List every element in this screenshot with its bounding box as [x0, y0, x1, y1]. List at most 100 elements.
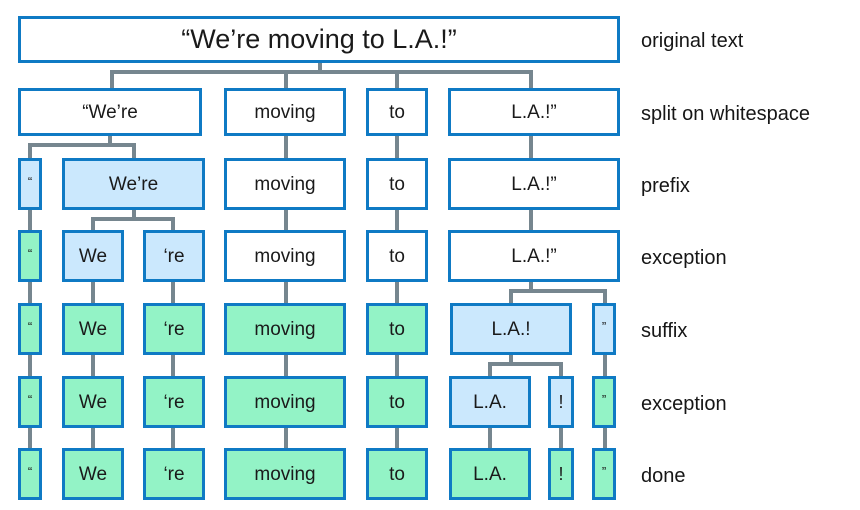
token-we[interactable]: We [62, 448, 124, 500]
connector-drop-row1-c1 [110, 70, 114, 88]
token-text: “ [27, 463, 33, 479]
token-text: “ [27, 245, 33, 261]
token-to[interactable]: to [366, 88, 428, 136]
token-text: “ [27, 391, 33, 407]
connector-pass-row6-cquote [603, 428, 607, 448]
token-open-quote[interactable]: “ [18, 303, 42, 355]
token-were[interactable]: We’re [62, 158, 205, 210]
token-open-quote[interactable]: “ [18, 230, 42, 282]
token-exclamation[interactable]: ! [548, 376, 574, 428]
token-text: ‘re [163, 463, 185, 485]
token-text: ‘re [163, 318, 185, 340]
token-we[interactable]: We [62, 230, 124, 282]
token-original-sentence[interactable]: “We’re moving to L.A.!” [18, 16, 620, 63]
connector-pass-row6-re [171, 428, 175, 448]
token-to[interactable]: to [366, 448, 428, 500]
token-la-quoted[interactable]: L.A.!” [448, 230, 620, 282]
token-text: L.A.!” [511, 173, 557, 195]
token-text: We’re [108, 173, 159, 195]
token-moving[interactable]: moving [224, 88, 346, 136]
connector-pass-row6-moving [284, 428, 288, 448]
token-close-quote[interactable]: ” [592, 376, 616, 428]
token-moving[interactable]: moving [224, 376, 346, 428]
connector-pass-row3-la [529, 210, 533, 230]
token-la-bang[interactable]: L.A.! [450, 303, 572, 355]
connector-stem-row2-were [108, 136, 112, 147]
token-la[interactable]: L.A. [449, 376, 531, 428]
token-la-quoted[interactable]: L.A.!” [448, 158, 620, 210]
token-text: L.A.!” [511, 101, 557, 123]
connector-stem-row5-la [509, 355, 513, 365]
token-text: ‘re [163, 245, 185, 267]
token-re[interactable]: ‘re [143, 448, 205, 500]
token-close-quote[interactable]: ” [592, 448, 616, 500]
connector-drop-row4-quote [603, 289, 607, 303]
token-text: ” [601, 391, 607, 407]
token-we[interactable]: We [62, 376, 124, 428]
token-la[interactable]: L.A. [449, 448, 531, 500]
connector-drop-row2-quote [28, 143, 32, 158]
token-moving[interactable]: moving [224, 448, 346, 500]
connector-pass-row5-quote [28, 355, 32, 376]
token-text: ! [558, 464, 564, 484]
token-open-quote[interactable]: “ [18, 158, 42, 210]
token-text: moving [254, 245, 316, 267]
token-text: “ [27, 318, 33, 334]
token-we[interactable]: We [62, 303, 124, 355]
token-were-quoted[interactable]: “We’re [18, 88, 202, 136]
token-text: L.A.!” [511, 245, 557, 267]
token-text: ! [558, 392, 564, 412]
token-re[interactable]: ‘re [143, 230, 205, 282]
connector-drop-row4-la [509, 289, 513, 303]
connector-pass-row6-we [91, 428, 95, 448]
token-close-quote[interactable]: ” [592, 303, 616, 355]
token-moving[interactable]: moving [224, 230, 346, 282]
token-text: ” [601, 318, 607, 334]
connector-pass-row4-to [395, 282, 399, 303]
stage-label-original-text: original text [641, 30, 744, 52]
connector-stem-row3-were [132, 210, 136, 220]
token-to[interactable]: to [366, 376, 428, 428]
token-to[interactable]: to [366, 303, 428, 355]
token-text: to [389, 173, 405, 195]
connector-pass-row2-to [395, 136, 399, 158]
token-text: moving [254, 463, 316, 485]
connector-pass-row5-re [171, 355, 175, 376]
token-text: to [389, 463, 405, 485]
token-text: We [78, 245, 108, 267]
connector-pass-row5-to [395, 355, 399, 376]
connector-pass-row4-moving [284, 282, 288, 303]
token-text: ‘re [163, 391, 185, 413]
token-re[interactable]: ‘re [143, 303, 205, 355]
token-text: moving [254, 391, 316, 413]
connector-pass-row3-moving [284, 210, 288, 230]
connector-stem-row4-la [529, 282, 533, 292]
stage-label-suffix: suffix [641, 320, 688, 342]
token-to[interactable]: to [366, 158, 428, 210]
token-text: ” [601, 463, 607, 479]
connector-drop-row3-we [91, 217, 95, 230]
connector-drop-row1-c3 [395, 70, 399, 88]
stage-label-exception-1: exception [641, 247, 727, 269]
token-text: moving [254, 101, 316, 123]
token-moving[interactable]: moving [224, 158, 346, 210]
token-text: L.A. [473, 391, 507, 413]
token-moving[interactable]: moving [224, 303, 346, 355]
connector-bar-row5-la [488, 362, 563, 366]
token-text: to [389, 391, 405, 413]
token-to[interactable]: to [366, 230, 428, 282]
token-la-quoted[interactable]: L.A.!” [448, 88, 620, 136]
stage-label-split-on-whitespace: split on whitespace [641, 103, 810, 125]
connector-drop-row2-were [132, 143, 136, 158]
connector-bar-row2-were [28, 143, 136, 147]
token-text: “ [27, 173, 33, 189]
token-open-quote[interactable]: “ [18, 448, 42, 500]
connector-pass-row5-moving [284, 355, 288, 376]
token-open-quote[interactable]: “ [18, 376, 42, 428]
connector-pass-row2-la [529, 136, 533, 158]
token-exclamation[interactable]: ! [548, 448, 574, 500]
connector-pass-row4-quote [28, 282, 32, 303]
token-re[interactable]: ‘re [143, 376, 205, 428]
token-text: moving [254, 318, 316, 340]
